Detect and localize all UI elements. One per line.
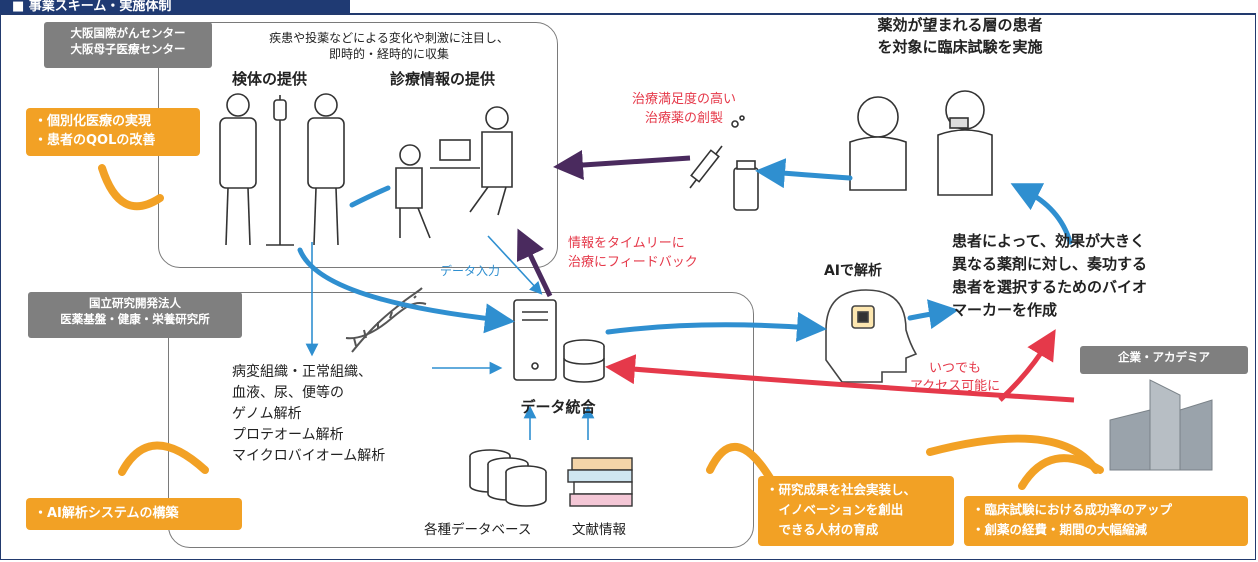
thin-blue-arrows [305, 235, 595, 440]
access-text: いつでも アクセス可能に [909, 361, 1001, 394]
outcome-talent: ・研究成果を社会実装し、 イノベーションを創出 できる人材の育成 [758, 476, 954, 546]
biomarker-text: 患者によって、効果が大きく 異なる薬剤に対し、奏功する 患者を選択するためのバイ… [952, 232, 1148, 319]
databases-illustration [469, 449, 547, 507]
outcome-personalized: ・個別化医療の実現 ・患者のQOLの改善 [26, 108, 200, 156]
consultation-illustration [395, 106, 513, 239]
blue-arrows [297, 158, 1073, 342]
osaka-centers-label: 大阪国際がんセンター 大阪母子医療センター [44, 22, 212, 68]
ai-title: AIで解析 [823, 263, 883, 279]
specimen-heading: 検体の提供 [232, 70, 308, 88]
clinic-note: 疾患や投薬などによる変化や刺激に注目し、 即時的・経時的に収集 [269, 31, 509, 61]
trial-title: 薬効が望まれる層の患者 を対象に臨床試験を実施 [877, 16, 1043, 56]
books-illustration [567, 457, 633, 507]
trial-illustration [849, 90, 993, 196]
nibiohn-label: 国立研究開発法人 医薬基盤・健康・栄養研究所 [28, 292, 242, 338]
integration-title: データ統合 [520, 398, 596, 416]
ai-head-illustration [825, 289, 918, 383]
drug-creation-text: 治療満足度の高い 治療薬の創製 [631, 92, 736, 126]
medical-info-heading: 診療情報の提供 [390, 70, 496, 88]
header-title: ■ 事業スキーム・実施体制 [0, 0, 350, 13]
drug-illustration [689, 115, 759, 211]
red-arrows [605, 329, 1075, 403]
server-illustration [513, 299, 605, 383]
purple-arrows [516, 150, 691, 298]
outcome-trial-success: ・臨床試験における成功率のアップ ・創薬の経費・期間の大幅縮減 [964, 496, 1248, 546]
feedback-text: 情報をタイムリーに 治療にフィードバック [568, 236, 698, 270]
outer-frame [0, 13, 1256, 560]
patients-illustration [219, 93, 345, 246]
outcome-ai-system: ・AI解析システムの構築 [26, 498, 242, 530]
data-input-label: データ入力 [440, 264, 501, 278]
databases-label: 各種データベース [424, 522, 532, 538]
dna-illustration [345, 287, 427, 353]
literature-label: 文献情報 [572, 522, 626, 538]
orange-curved-arrows [98, 164, 1104, 490]
institute-group-box [168, 292, 754, 548]
buildings-illustration [1109, 379, 1213, 471]
industry-label: 企業・アカデミア [1080, 346, 1248, 374]
samples-text: 病変組織・正常組織、 血液、尿、便等の ゲノム解析 プロテオーム解析 マイクロバ… [232, 364, 386, 464]
